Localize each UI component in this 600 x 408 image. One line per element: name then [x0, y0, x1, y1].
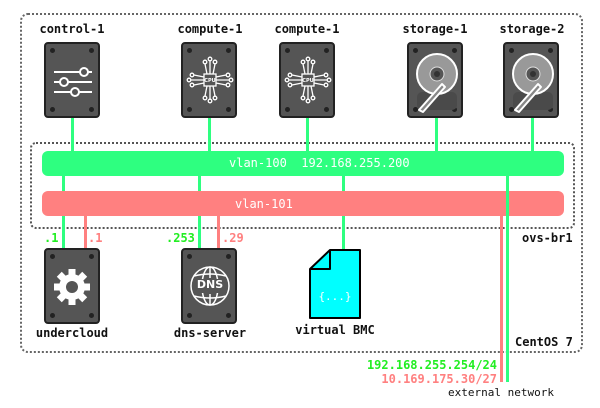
wire-compute-1a: [208, 118, 211, 153]
server-control-1[interactable]: [44, 42, 100, 118]
server-undercloud[interactable]: [44, 248, 100, 324]
wire-compute-1b: [306, 118, 309, 153]
wire-storage-2: [531, 118, 534, 153]
undercloud-ip-vlan101: .1: [88, 231, 103, 245]
svg-text:CPU: CPU: [302, 78, 313, 84]
hard-disk-icon: [416, 53, 458, 113]
svg-text:CPU: CPU: [204, 78, 215, 84]
wire-control-1: [71, 118, 74, 153]
dns-text: DNS: [196, 278, 224, 291]
dns-globe-icon: [190, 266, 230, 306]
wire-storage-1: [435, 118, 438, 153]
vlan-101-label: vlan-101: [235, 197, 293, 211]
ovs-bridge-boundary: [30, 142, 575, 229]
dns-ip-vlan101: .29: [222, 231, 244, 245]
external-ip-vlan100: 192.168.255.254/24: [366, 358, 497, 372]
vlan-100-address: 192.168.255.200: [301, 156, 410, 170]
node-label-virtual-bmc: virtual BMC: [295, 323, 375, 337]
node-label-dns-server: dns-server: [173, 326, 247, 340]
gear-icon: [54, 269, 90, 305]
file-virtual-bmc[interactable]: {...}: [308, 249, 362, 319]
node-label-storage-2: storage-2: [499, 22, 565, 36]
wire-external-vlan101: [500, 214, 503, 382]
wire-undercloud-vlan101: [84, 214, 87, 250]
hard-disk-icon: [512, 53, 554, 113]
vlan-100-name: vlan-100: [229, 156, 287, 170]
server-storage-2[interactable]: [503, 42, 559, 118]
cpu-icon: CPU: [284, 56, 332, 104]
json-file-icon: [309, 249, 361, 319]
wire-dns-vlan101: [217, 214, 220, 250]
server-compute-1a[interactable]: CPU: [181, 42, 237, 118]
vlan-100-label: vlan-100 192.168.255.200: [229, 151, 410, 175]
node-label-compute-1b: compute-1: [274, 22, 340, 36]
sliders-icon: [54, 67, 92, 97]
host-boundary: [20, 13, 583, 353]
node-label-compute-1a: compute-1: [177, 22, 243, 36]
server-dns[interactable]: DNS: [181, 248, 237, 324]
external-ip-vlan101: 10.169.175.30/27: [381, 372, 497, 386]
bridge-label: ovs-br1: [522, 231, 573, 245]
undercloud-ip-vlan100: .1: [44, 231, 59, 245]
external-network-label: external network: [448, 386, 554, 399]
server-compute-1b[interactable]: CPU: [279, 42, 335, 118]
server-storage-1[interactable]: [407, 42, 463, 118]
dns-ip-vlan100: .253: [166, 231, 195, 245]
cpu-icon: CPU: [186, 56, 234, 104]
file-text: {...}: [318, 290, 352, 303]
wire-external-vlan100: [506, 174, 509, 382]
node-label-control-1: control-1: [39, 22, 105, 36]
host-label: CentOS 7: [515, 335, 573, 349]
vlan-101-bar: vlan-101: [42, 191, 564, 216]
node-label-storage-1: storage-1: [402, 22, 468, 36]
vlan-100-bar: vlan-100 192.168.255.200: [42, 151, 564, 176]
node-label-undercloud: undercloud: [35, 326, 109, 340]
